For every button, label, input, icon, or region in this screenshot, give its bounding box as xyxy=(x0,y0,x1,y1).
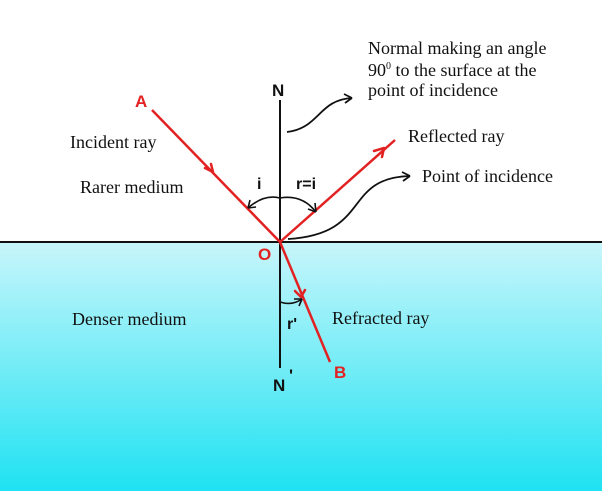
label-point-of-incidence: Point of incidence xyxy=(422,166,553,186)
angle-r-arrowhead-icon xyxy=(307,202,317,213)
angle-i-arrowhead-icon xyxy=(247,199,257,209)
label-angle-r-prime: r' xyxy=(287,316,297,333)
normal-note-line3: point of incidence xyxy=(368,80,498,100)
refracted-ray-line xyxy=(278,241,332,363)
incident-ray-arrowhead-icon xyxy=(203,162,215,174)
normal-callout-arrowhead-icon xyxy=(343,93,353,104)
label-n-prime-mark: ' xyxy=(289,366,293,385)
angle-r-arc-icon xyxy=(279,196,317,213)
incidence-callout-curved-arrow-icon xyxy=(287,175,411,240)
label-angle-r-equals-i: r=i xyxy=(296,176,316,193)
normal-note-line2: 900 to the surface at the xyxy=(368,60,536,80)
label-point-o: O xyxy=(258,245,271,264)
label-rarer-medium: Rarer medium xyxy=(80,177,183,197)
normal-note-degree-sup: 0 xyxy=(386,61,391,72)
label-denser-medium: Denser medium xyxy=(72,309,186,329)
normal-note-degree-number: 90 xyxy=(368,60,386,80)
label-point-b: B xyxy=(334,363,346,382)
angle-i-arc-icon xyxy=(247,196,281,209)
label-angle-i: i xyxy=(257,176,261,193)
label-refracted-ray: Refracted ray xyxy=(332,308,429,328)
reflected-ray-line xyxy=(279,139,396,243)
angle-r-prime-arrowhead-icon xyxy=(294,298,303,307)
incidence-callout-arrowhead-icon xyxy=(401,171,411,182)
incident-ray-line xyxy=(151,109,281,243)
denser-medium-region xyxy=(0,242,602,491)
label-point-n: N xyxy=(272,81,284,100)
label-reflected-ray: Reflected ray xyxy=(408,126,504,146)
refracted-ray-arrowhead-icon xyxy=(293,288,307,299)
normal-note-line2-rest: to the surface at the xyxy=(391,60,536,80)
reflected-ray-arrowhead-icon xyxy=(372,146,386,159)
label-point-a: A xyxy=(135,92,147,111)
label-incident-ray: Incident ray xyxy=(70,132,156,152)
normal-callout-curved-arrow-icon xyxy=(286,97,353,133)
angle-r-prime-arc-icon xyxy=(279,298,303,305)
label-point-n-prime: N xyxy=(273,376,285,395)
normal-note-line1: Normal making an angle xyxy=(368,38,546,58)
